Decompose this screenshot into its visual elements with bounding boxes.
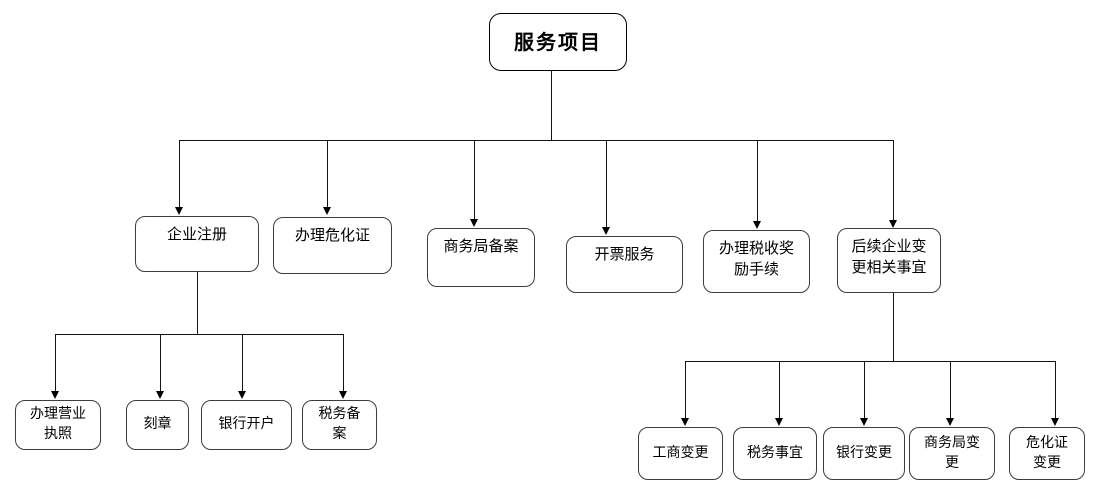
node-bank-change-label: 银行变更 (836, 444, 892, 461)
node-tax-matters: 税务事宜 (733, 427, 817, 480)
node-commerce-bureau-filing: 商务局备案 (427, 228, 535, 287)
node-bank-change: 银行变更 (823, 427, 905, 480)
node-invoicing-service: 开票服务 (566, 236, 683, 293)
node-tax-filing-label: 税务备案 (318, 406, 361, 442)
connector-drop-business-license (55, 334, 56, 391)
node-business-license: 办理营业执照 (15, 400, 101, 450)
arrow-down-icon (1051, 418, 1059, 426)
arrow-down-icon (602, 227, 610, 235)
arrow-down-icon (51, 391, 59, 399)
node-tax-filing: 税务备案 (302, 400, 377, 450)
arrow-down-icon (175, 207, 183, 215)
arrow-down-icon (470, 219, 478, 227)
node-hazard-cert-label: 办理危化证 (294, 226, 370, 244)
node-followup-changes: 后续企业变更相关事宜 (837, 228, 941, 293)
node-enterprise-registration-label: 企业注册 (166, 225, 227, 243)
connector-changes-trunk (893, 293, 894, 361)
connector-drop-bank-account (242, 334, 243, 391)
arrow-down-icon (860, 418, 868, 426)
connector-changes-horizontal (685, 361, 1055, 362)
node-seal-carving-label: 刻章 (143, 416, 172, 433)
arrow-down-icon (946, 418, 954, 426)
arrow-down-icon (775, 418, 783, 426)
node-bank-account: 银行开户 (201, 400, 292, 450)
node-bank-account-label: 银行开户 (218, 416, 275, 433)
connector-drop-tax-incentive (757, 140, 758, 221)
node-commerce-bureau-filing-label: 商务局备案 (443, 237, 519, 255)
node-invoicing-service-label: 开票服务 (594, 245, 655, 263)
arrow-down-icon (681, 418, 689, 426)
arrow-down-icon (889, 220, 897, 228)
node-commerce-bureau-change: 商务局变更 (909, 427, 995, 480)
node-followup-changes-label: 后续企业变更相关事宜 (851, 237, 927, 276)
connector-drop-tax-filing (343, 334, 344, 391)
connector-drop-followup-changes (893, 140, 894, 220)
connector-drop-commerce-bureau-change (950, 361, 951, 418)
connector-drop-hazard-cert-change (1055, 361, 1056, 418)
node-hazard-cert: 办理危化证 (273, 217, 392, 274)
node-service-items: 服务项目 (489, 13, 627, 71)
connector-drop-commerce-bureau-filing (474, 140, 475, 219)
arrow-down-icon (339, 391, 347, 399)
node-hazard-cert-change: 危化证变更 (1009, 427, 1085, 480)
connector-root-trunk (551, 71, 552, 140)
node-tax-incentive-label: 办理税收奖励手续 (718, 239, 794, 278)
arrow-down-icon (238, 391, 246, 399)
node-tax-incentive: 办理税收奖励手续 (703, 230, 810, 293)
arrow-down-icon (323, 207, 331, 215)
connector-drop-invoicing-service (606, 140, 607, 227)
connector-drop-tax-matters (779, 361, 780, 418)
arrow-down-icon (156, 391, 164, 399)
connector-drop-hazard-cert (327, 140, 328, 207)
node-service-items-label: 服务项目 (514, 30, 602, 54)
connector-drop-bank-change (864, 361, 865, 418)
connector-drop-enterprise-registration (179, 140, 180, 207)
connector-registration-horizontal (55, 334, 344, 335)
node-industry-commerce-change: 工商变更 (638, 427, 723, 480)
node-business-license-label: 办理营业执照 (30, 406, 86, 442)
node-hazard-cert-change-label: 危化证变更 (1026, 434, 1068, 471)
connector-registration-trunk (197, 272, 198, 334)
connector-drop-industry-commerce-change (685, 361, 686, 418)
connector-drop-seal-carving (160, 334, 161, 391)
node-industry-commerce-change-label: 工商变更 (652, 444, 709, 461)
node-tax-matters-label: 税务事宜 (747, 444, 803, 461)
arrow-down-icon (753, 221, 761, 229)
node-seal-carving: 刻章 (126, 400, 189, 450)
connector-level2-horizontal (179, 140, 894, 141)
node-enterprise-registration: 企业注册 (135, 216, 259, 272)
node-commerce-bureau-change-label: 商务局变更 (924, 434, 980, 471)
